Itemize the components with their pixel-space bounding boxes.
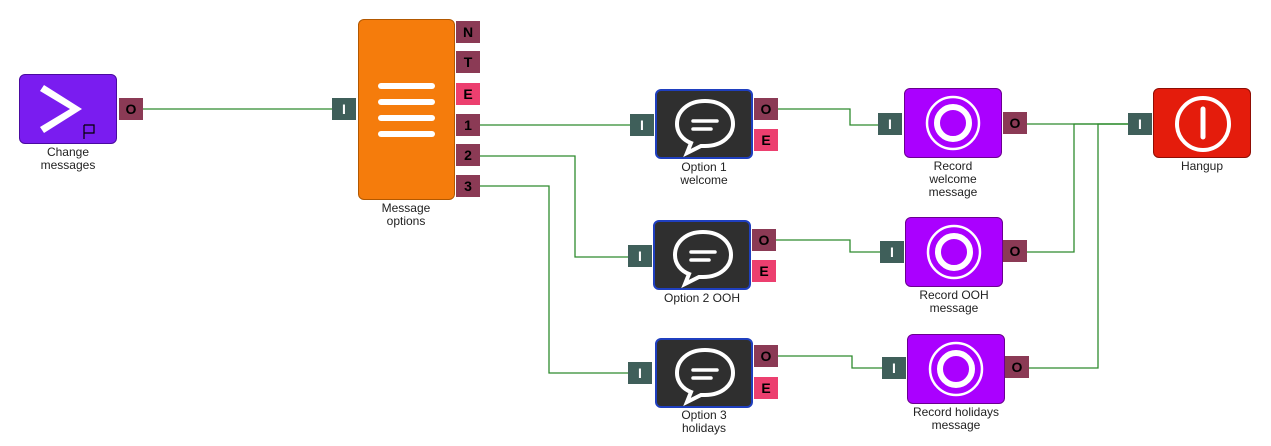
message-options-node[interactable] <box>358 19 455 200</box>
record-welcome-label: Record welcome message <box>928 159 978 199</box>
menu-icon <box>378 83 435 137</box>
hangup-input-port[interactable]: I <box>1128 113 1152 135</box>
message-options-port-3[interactable]: 3 <box>456 175 480 197</box>
option2-error-port[interactable]: E <box>752 260 776 282</box>
power-icon <box>1175 96 1231 152</box>
message-options-port-2[interactable]: 2 <box>456 144 480 166</box>
wire-record3-to-hangup <box>1028 123 1130 369</box>
record-icon <box>925 95 981 151</box>
wire-option3-to-record3 <box>776 355 884 369</box>
hangup-node[interactable] <box>1153 88 1251 158</box>
option1-input-port[interactable]: I <box>630 114 654 136</box>
option1-error-port[interactable]: E <box>754 129 778 151</box>
option1-node[interactable] <box>655 89 753 159</box>
hangup-label: Hangup <box>1180 159 1224 173</box>
wire-option1-to-record1 <box>778 108 880 126</box>
wire-record2-to-hangup <box>1026 123 1130 253</box>
option1-output-port[interactable]: O <box>754 98 778 120</box>
record-ooh-input-port[interactable]: I <box>880 241 904 263</box>
message-options-label: Message options <box>381 201 431 228</box>
message-options-port-n[interactable]: N <box>456 21 480 43</box>
option3-input-port[interactable]: I <box>628 362 652 384</box>
option2-input-port[interactable]: I <box>628 245 652 267</box>
option2-label: Option 2 OOH <box>663 291 741 305</box>
record-welcome-input-port[interactable]: I <box>878 113 902 135</box>
record-ooh-label: Record OOH message <box>919 288 989 315</box>
speech-bubble-icon <box>674 347 736 407</box>
record-holidays-label: Record holidays message <box>912 405 1000 432</box>
change-messages-node[interactable] <box>19 74 117 144</box>
speech-bubble-icon <box>674 98 736 158</box>
wire-menu2-to-option2 <box>480 155 630 258</box>
record-welcome-node[interactable] <box>904 88 1002 158</box>
record-holidays-node[interactable] <box>907 334 1005 404</box>
change-messages-output-port[interactable]: O <box>119 98 143 120</box>
record-ooh-node[interactable] <box>905 217 1003 287</box>
message-options-port-e[interactable]: E <box>456 83 480 105</box>
option3-node[interactable] <box>655 338 753 408</box>
message-options-port-t[interactable]: T <box>456 51 480 73</box>
option3-output-port[interactable]: O <box>754 345 778 367</box>
change-messages-label: Change messages <box>40 145 96 172</box>
option2-output-port[interactable]: O <box>752 229 776 251</box>
speech-bubble-icon <box>672 229 734 289</box>
record-ooh-output-port[interactable]: O <box>1003 240 1027 262</box>
record-holidays-output-port[interactable]: O <box>1005 356 1029 378</box>
wire-menu3-to-option3 <box>480 185 630 374</box>
option3-label: Option 3 holidays <box>681 408 727 435</box>
wire-option2-to-record2 <box>776 239 882 253</box>
option2-node[interactable] <box>653 220 751 290</box>
record-icon <box>928 341 984 397</box>
option3-error-port[interactable]: E <box>754 377 778 399</box>
message-options-input-port[interactable]: I <box>332 98 356 120</box>
option1-label: Option 1 welcome <box>680 160 728 187</box>
message-options-port-1[interactable]: 1 <box>456 114 480 136</box>
chevron-flag-icon <box>40 85 95 139</box>
record-holidays-input-port[interactable]: I <box>882 357 906 379</box>
record-welcome-output-port[interactable]: O <box>1003 112 1027 134</box>
record-icon <box>926 224 982 280</box>
